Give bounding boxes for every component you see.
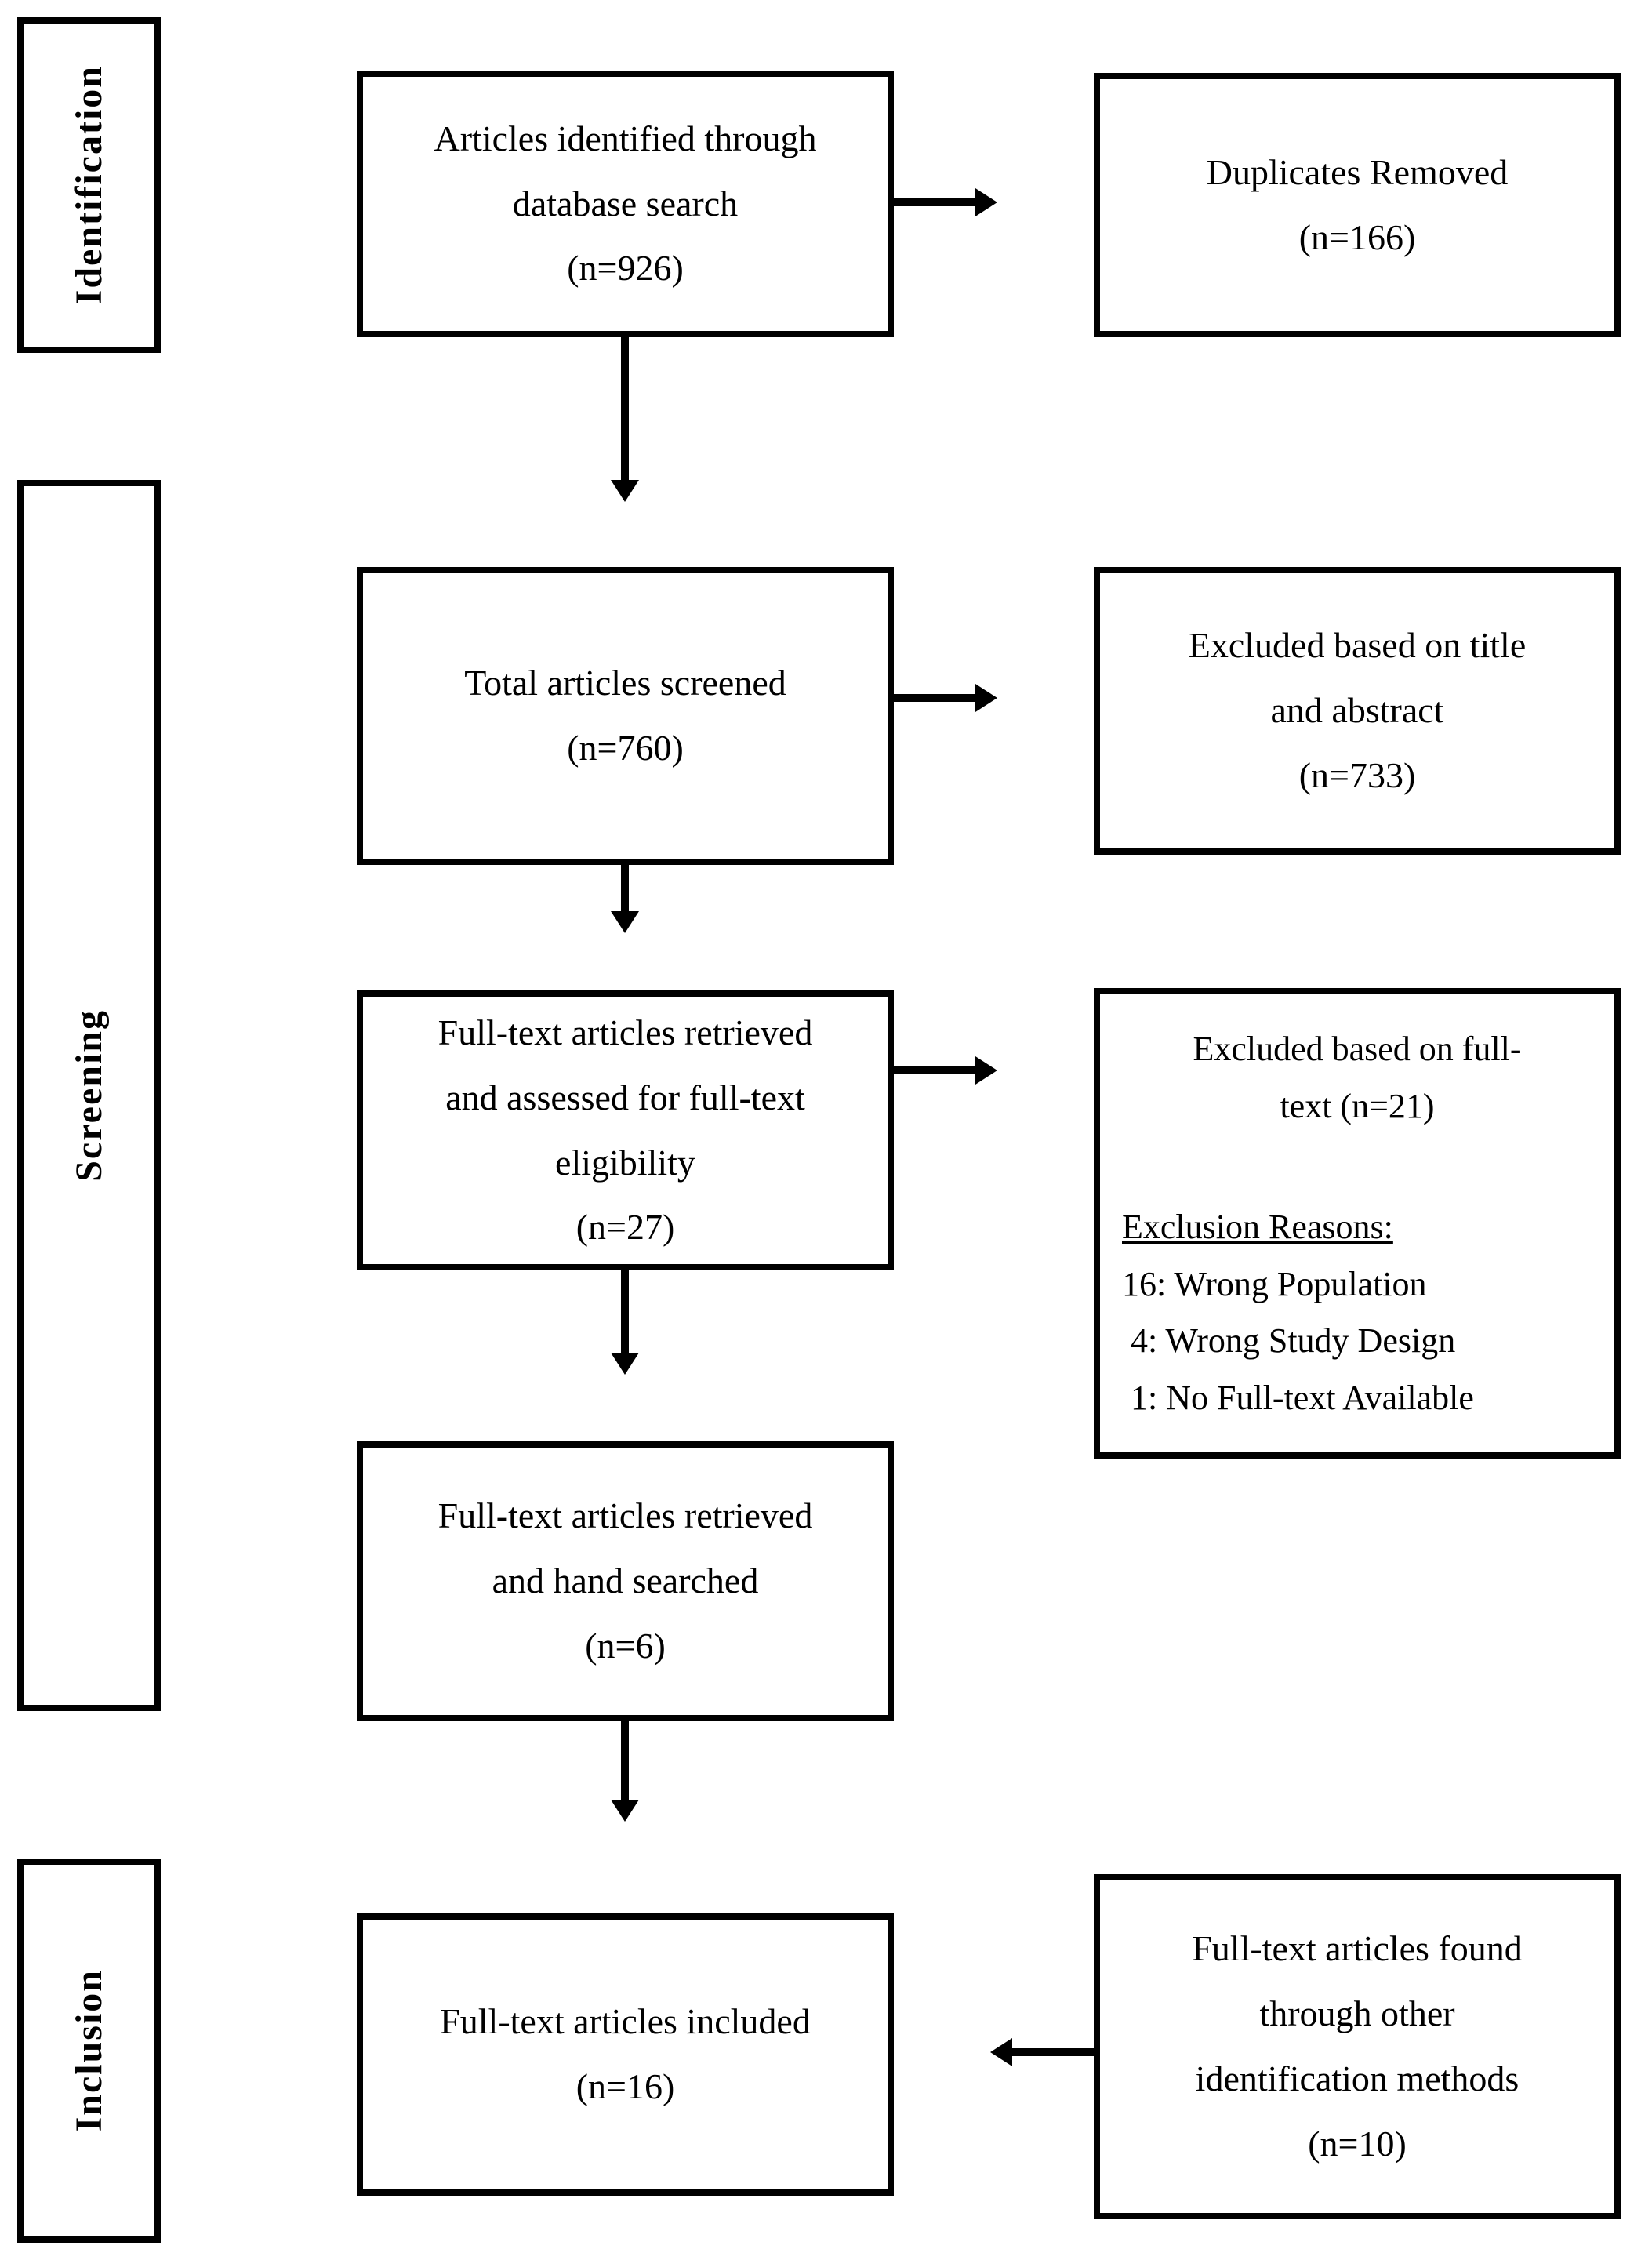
- box-duplicates-removed: Duplicates Removed (n=166): [1094, 73, 1621, 337]
- exclusion-reason: 1: No Full-text Available: [1122, 1378, 1474, 1417]
- box-total-screened: Total articles screened (n=760): [357, 567, 894, 865]
- stage-box-screening: Screening: [17, 480, 161, 1711]
- arrow-head-right: [975, 188, 997, 216]
- text-line: Excluded based on full-: [1193, 1030, 1522, 1068]
- exclusion-reason: 16: Wrong Population: [1122, 1264, 1427, 1303]
- arrow-head-left: [990, 2038, 1012, 2066]
- arrow-screened-to-excluded-title: [894, 684, 997, 712]
- text-line: Excluded based on title: [1188, 625, 1527, 666]
- text-line: (n=16): [575, 2066, 675, 2106]
- box-hand-searched: Full-text articles retrieved and hand se…: [357, 1441, 894, 1721]
- arrow-other-methods-to-included: [990, 2038, 1094, 2066]
- stage-box-identification: Identification: [17, 17, 161, 353]
- stage-label-identification: Identification: [68, 65, 110, 305]
- text-line: (n=166): [1298, 216, 1416, 257]
- arrow-identified-to-duplicates: [894, 188, 997, 216]
- arrow-shaft: [621, 1270, 629, 1353]
- text-line: through other: [1259, 1993, 1455, 2034]
- arrow-screened-to-assessed: [611, 865, 639, 933]
- text-line: Articles identified through: [434, 118, 817, 158]
- box-fulltext-included: Full-text articles included (n=16): [357, 1913, 894, 2196]
- box-excluded-fulltext: Excluded based on full- text (n=21) Excl…: [1094, 988, 1621, 1459]
- exclusion-reason: 4: Wrong Study Design: [1122, 1321, 1456, 1361]
- arrow-assessed-to-hand-searched: [611, 1270, 639, 1375]
- text-line: Full-text articles included: [440, 2001, 811, 2042]
- text-line: (n=27): [575, 1207, 675, 1248]
- arrow-shaft: [621, 337, 629, 480]
- arrow-head-down: [611, 1800, 639, 1822]
- box-fulltext-assessed: Full-text articles retrieved and assesse…: [357, 990, 894, 1270]
- text-line: (n=733): [1298, 754, 1416, 795]
- arrow-head-right: [975, 1056, 997, 1085]
- text-line: (n=10): [1308, 2123, 1407, 2164]
- text-line: Full-text articles found: [1192, 1928, 1523, 1969]
- text-line: and assessed for full-text: [445, 1077, 805, 1117]
- arrow-shaft: [621, 1721, 629, 1800]
- arrow-identified-to-screened: [611, 337, 639, 502]
- box-other-identification-methods: Full-text articles found through other i…: [1094, 1874, 1621, 2219]
- text-line: (n=760): [567, 728, 684, 768]
- text-line: and abstract: [1270, 690, 1444, 731]
- arrow-head-down: [611, 1353, 639, 1375]
- stage-box-inclusion: Inclusion: [17, 1859, 161, 2243]
- arrow-assessed-to-excluded-fulltext: [894, 1056, 997, 1085]
- arrow-head-right: [975, 684, 997, 712]
- text-line: Full-text articles retrieved: [438, 1012, 813, 1052]
- arrow-head-down: [611, 911, 639, 933]
- text-line: text (n=21): [1280, 1086, 1435, 1125]
- text-line: identification methods: [1195, 2058, 1519, 2098]
- arrow-shaft: [621, 865, 629, 911]
- arrow-shaft: [894, 694, 977, 702]
- text-line: (n=6): [585, 1625, 666, 1666]
- text-line: Total articles screened: [464, 663, 786, 703]
- text-line: eligibility: [555, 1142, 695, 1183]
- box-articles-identified: Articles identified through database sea…: [357, 71, 894, 337]
- stage-label-screening: Screening: [68, 1009, 110, 1182]
- arrow-shaft: [1011, 2048, 1094, 2056]
- blank-line: [1122, 1135, 1592, 1199]
- arrow-shaft: [894, 198, 977, 206]
- text-line: database search: [512, 183, 739, 223]
- text-line: Duplicates Removed: [1206, 151, 1509, 192]
- arrow-shaft: [894, 1066, 977, 1074]
- text-line: (n=926): [567, 248, 684, 289]
- text-line: and hand searched: [492, 1561, 759, 1601]
- stage-label-inclusion: Inclusion: [68, 1969, 110, 2132]
- box-excluded-title-abstract: Excluded based on title and abstract (n=…: [1094, 567, 1621, 855]
- text-line: Full-text articles retrieved: [438, 1495, 813, 1536]
- arrow-hand-searched-to-included: [611, 1721, 639, 1822]
- arrow-head-down: [611, 480, 639, 502]
- exclusion-reasons-heading: Exclusion Reasons:: [1122, 1208, 1393, 1247]
